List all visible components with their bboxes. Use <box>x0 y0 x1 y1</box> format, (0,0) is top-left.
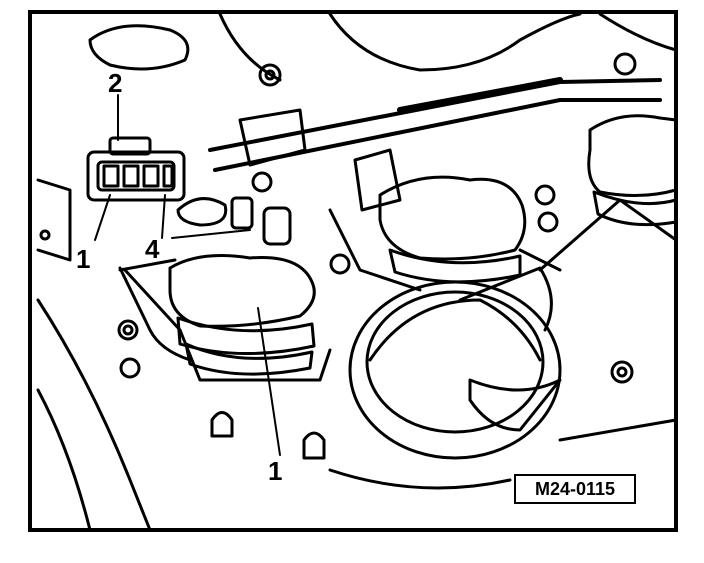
leader-1-connector <box>94 194 111 241</box>
stud <box>230 196 254 230</box>
connector-pin-3 <box>142 164 160 188</box>
ignition-coil-right <box>587 114 678 198</box>
figure-reference-label: M24-0115 <box>514 474 636 504</box>
callout-1-connector: 1 <box>76 244 91 274</box>
top-cap <box>88 24 190 71</box>
top-housing <box>328 12 582 72</box>
callout-1-coil: 1 <box>268 456 283 486</box>
connector-housing <box>86 150 186 202</box>
callout-4: 4 <box>145 234 160 264</box>
plug-lower-right <box>302 431 326 460</box>
oil-filler-cap <box>348 280 562 460</box>
connector-latch <box>108 136 152 156</box>
leader-1-coil <box>257 307 281 456</box>
plug-lower-left <box>210 411 234 438</box>
bracket <box>238 108 307 167</box>
leader-4 <box>161 194 166 239</box>
bolt <box>258 63 282 87</box>
callout-2: 2 <box>108 68 123 98</box>
connector-pin-1 <box>102 164 120 188</box>
left-bracket <box>36 178 72 262</box>
connector-pin-2 <box>122 164 140 188</box>
